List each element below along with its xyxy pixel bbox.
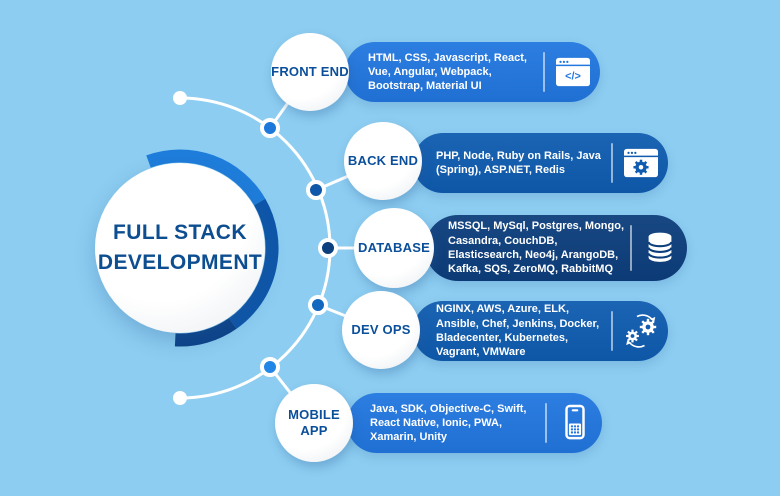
line-end-dot bbox=[173, 91, 187, 105]
devops-gears-icon bbox=[613, 312, 668, 350]
tech-list-back-end: PHP, Node, Ruby on Rails, Java (Spring),… bbox=[436, 149, 601, 176]
pill-front-end: HTML, CSS, Javascript, React, Vue, Angul… bbox=[345, 42, 600, 102]
node-circle-database: DATABASE bbox=[354, 208, 434, 288]
mobile-phone-icon bbox=[547, 403, 602, 443]
node-label: FRONT END bbox=[271, 64, 349, 80]
connector-node-dots bbox=[260, 118, 338, 377]
gear-window-icon bbox=[613, 146, 668, 180]
connector-node-dot bbox=[260, 118, 280, 138]
main-title-line2: DEVELOPMENT bbox=[97, 251, 263, 274]
pill-dev-ops: NGINX, AWS, Azure, ELK, Ansible, Chef, J… bbox=[413, 301, 668, 361]
connector-node-dot bbox=[306, 180, 326, 200]
line-end-dot bbox=[173, 391, 187, 405]
node-circle-dev-ops: DEV OPS bbox=[342, 291, 420, 369]
connector-node-dot bbox=[318, 238, 338, 258]
node-label: DEV OPS bbox=[351, 322, 411, 338]
main-title-line1: FULL STACK bbox=[113, 221, 247, 244]
circle-ring-segment bbox=[174, 317, 237, 347]
pill-divider bbox=[543, 52, 545, 92]
tech-list-database: MSSQL, MySql, Postgres, Mongo, Casandra,… bbox=[448, 220, 625, 276]
pill-divider bbox=[611, 311, 613, 351]
connector-node-dot bbox=[260, 357, 280, 377]
pill-database: MSSQL, MySql, Postgres, Mongo, Casandra,… bbox=[425, 215, 687, 281]
pill-mobile-app: Java, SDK, Objective-C, Swift, React Nat… bbox=[347, 393, 602, 453]
main-circle: FULL STACK DEVELOPMENT bbox=[95, 163, 265, 333]
pill-divider bbox=[545, 403, 547, 443]
circle-ring-segment bbox=[146, 149, 266, 206]
svg-text:</>: </> bbox=[565, 71, 581, 83]
pill-divider bbox=[611, 143, 613, 183]
tech-list-dev-ops: NGINX, AWS, Azure, ELK, Ansible, Chef, J… bbox=[436, 303, 600, 359]
code-window-icon: </> bbox=[545, 55, 600, 89]
pill-back-end: PHP, Node, Ruby on Rails, Java (Spring),… bbox=[413, 133, 668, 193]
tech-list-mobile-app: Java, SDK, Objective-C, Swift, React Nat… bbox=[370, 402, 527, 444]
node-circle-front-end: FRONT END bbox=[271, 33, 349, 111]
node-label: MOBILE APP bbox=[288, 407, 340, 438]
tech-list-front-end: HTML, CSS, Javascript, React, Vue, Angul… bbox=[368, 51, 527, 93]
database-icon bbox=[632, 228, 687, 268]
node-circle-back-end: BACK END bbox=[344, 122, 422, 200]
node-label: DATABASE bbox=[358, 240, 430, 256]
circle-ring bbox=[146, 149, 279, 347]
node-label: BACK END bbox=[347, 153, 419, 169]
node-circle-mobile-app: MOBILE APP bbox=[275, 384, 353, 462]
connector-node-dot bbox=[308, 295, 328, 315]
pill-divider bbox=[630, 225, 632, 271]
circle-ring-segment bbox=[228, 198, 279, 329]
